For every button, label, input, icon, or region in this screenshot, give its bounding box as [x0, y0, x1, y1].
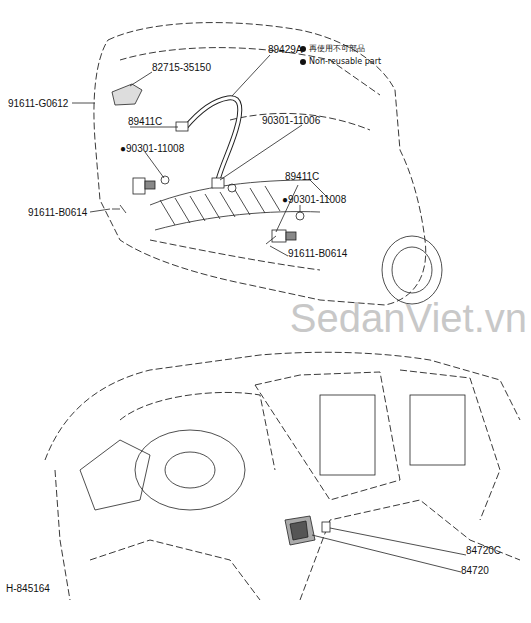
- part-number: 82715-35150: [152, 62, 211, 73]
- part-number: 89429A: [268, 44, 302, 55]
- watermark: SedanViet.vn: [290, 296, 527, 340]
- part-number: 91611-B0614: [28, 207, 87, 218]
- part-number: 90301-11006: [262, 115, 320, 126]
- part-number: 89411C: [285, 171, 319, 182]
- part-number: ●90301-11008: [120, 143, 184, 154]
- part-number: 91611-B0614: [288, 248, 347, 259]
- legend-text: Non-reusable part: [309, 57, 381, 67]
- legend-dot: [300, 46, 306, 52]
- part-number: 84720: [461, 565, 489, 576]
- legend-entry: 再使用不可部品: [300, 44, 365, 54]
- part-number: ●90301-11008: [282, 194, 346, 205]
- part-number: 89411C: [128, 116, 162, 127]
- legend-entry: Non-reusable part: [300, 57, 381, 67]
- legend-text: 再使用不可部品: [309, 44, 365, 54]
- part-number: 84720C: [466, 545, 501, 556]
- part-number: 91611-G0612: [8, 98, 68, 109]
- figure-number: H-845164: [6, 583, 50, 594]
- legend-dot: [300, 59, 306, 65]
